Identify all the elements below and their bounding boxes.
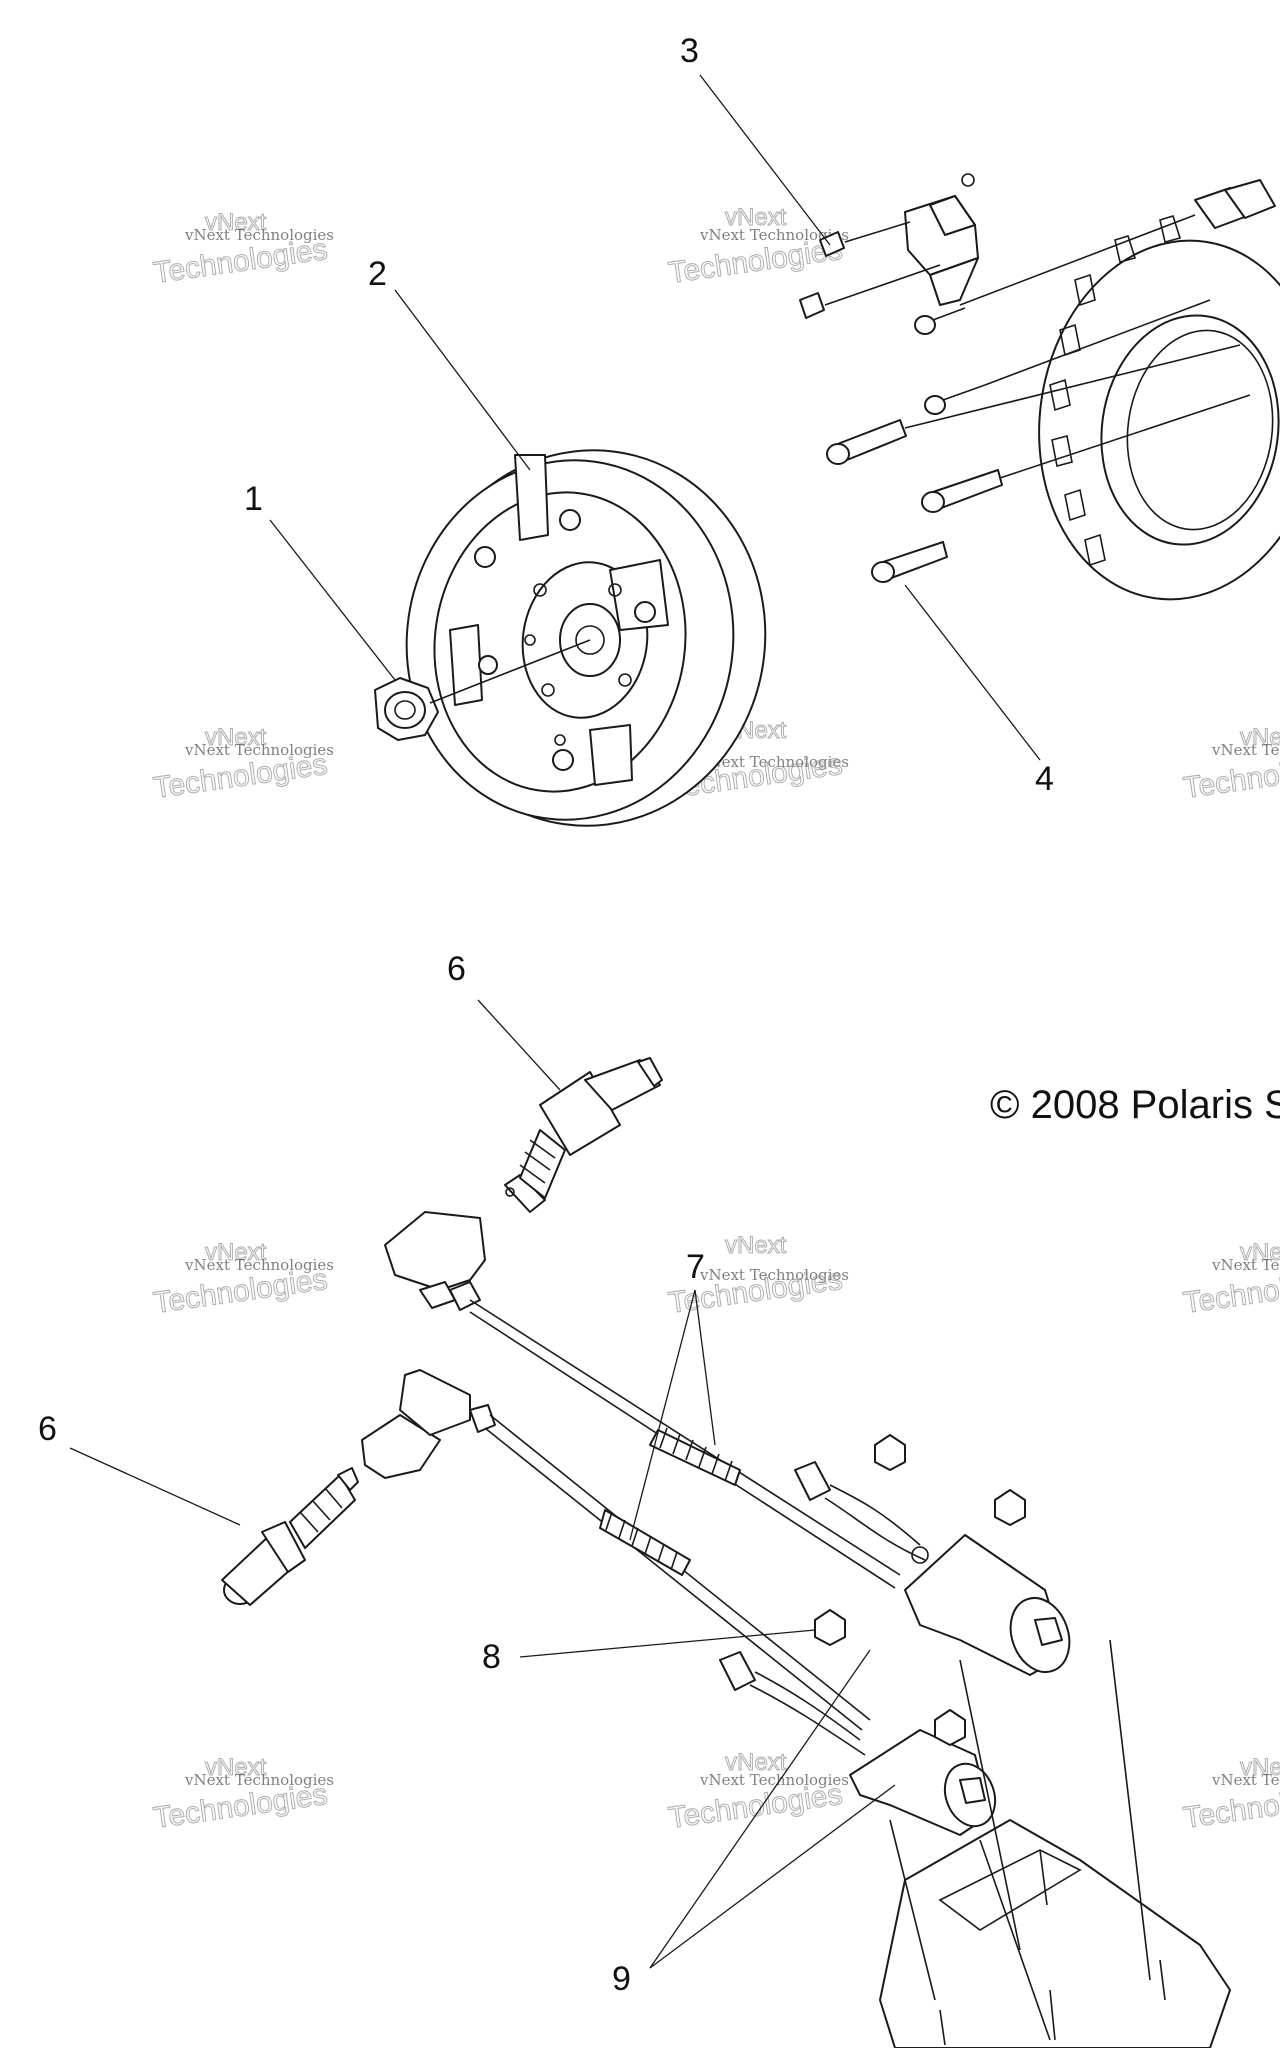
stator-bolt: [871, 541, 948, 583]
watermark: vNext vNext Technologies Technologies: [151, 724, 334, 806]
flywheel-nut-part-1: [374, 639, 591, 741]
watermark-brand: vNext: [725, 204, 787, 231]
callout-6-top: 6: [447, 950, 466, 988]
stator-bolt: [826, 344, 1241, 465]
watermark-company: vNext Technologies: [1211, 1771, 1280, 1789]
watermark: vNext vNext Technologies Technologies: [1181, 724, 1280, 806]
watermark-brand: vNext: [725, 1232, 787, 1259]
coil-bracket: [879, 1639, 1231, 2048]
spark-plug-left: [221, 1467, 359, 1606]
watermark-company: vNext Technologies: [699, 753, 849, 771]
callout-3: 3: [680, 32, 699, 70]
watermark-brand: vNext: [205, 724, 267, 751]
watermark-brand: vNext: [1240, 724, 1280, 751]
stator-bolt: [921, 394, 1251, 513]
leader-lines: [69, 74, 1041, 1969]
watermark-company: vNext Technologies: [1211, 741, 1280, 759]
watermark-company: vNext Technologies: [1211, 1256, 1280, 1274]
watermark: vNext vNext Technologies Technologies: [151, 1754, 334, 1836]
watermark: vNext vNext Technologies Technologies: [1181, 1239, 1280, 1321]
callout-7: 7: [686, 1248, 705, 1286]
watermark-company: vNext Technologies: [184, 1771, 334, 1789]
watermark-company: vNext Technologies: [699, 1266, 849, 1284]
watermark: vNext vNext Technologies Technologies: [666, 1749, 849, 1836]
coil-mount-nuts: [814, 1434, 1026, 1746]
callout-6-left: 6: [38, 1410, 57, 1448]
watermark-brand: vNext: [205, 1239, 267, 1266]
copyright-text: © 2008 Polaris S: [990, 1083, 1280, 1127]
callout-9: 9: [612, 1960, 631, 1998]
watermark: vNext vNext Technologies Technologies: [1181, 1754, 1280, 1836]
watermark-brand: vNext: [725, 1749, 787, 1776]
watermark-company: vNext Technologies: [184, 226, 334, 244]
stator-bolt: [914, 307, 966, 335]
sensor-part-3: [799, 173, 979, 319]
spark-plug-top: [504, 1057, 663, 1213]
watermark: vNext vNext Technologies Technologies: [151, 1239, 334, 1321]
watermark-company: vNext Technologies: [184, 741, 334, 759]
watermark-company: vNext Technologies: [699, 1771, 849, 1789]
ignition-coil-upper: [794, 1461, 1071, 1676]
watermark-company: vNext Technologies: [184, 1256, 334, 1274]
watermark: vNext vNext Technologies Technologies: [151, 209, 334, 291]
callout-2: 2: [368, 255, 387, 293]
plug-wire-lower: [361, 1369, 871, 1731]
stator-bolt: [924, 299, 1211, 415]
plug-wire-upper: [384, 1211, 901, 1589]
callout-8: 8: [482, 1638, 501, 1676]
watermark-brand: vNext: [205, 209, 267, 236]
callout-1: 1: [244, 480, 263, 518]
stator-assembly: [826, 179, 1280, 601]
flywheel-part-2: [405, 449, 767, 827]
watermark-brand: vNext: [1240, 1239, 1280, 1266]
callouts: 1 2 3 4 6 6 7 8 9: [38, 32, 1054, 1998]
watermark-brand: vNext: [1240, 1754, 1280, 1781]
watermark-brand: vNext: [205, 1754, 267, 1781]
ignition-coil-lower: [719, 1651, 997, 1836]
watermark-company: vNext Technologies: [699, 226, 849, 244]
callout-4: 4: [1035, 760, 1054, 798]
